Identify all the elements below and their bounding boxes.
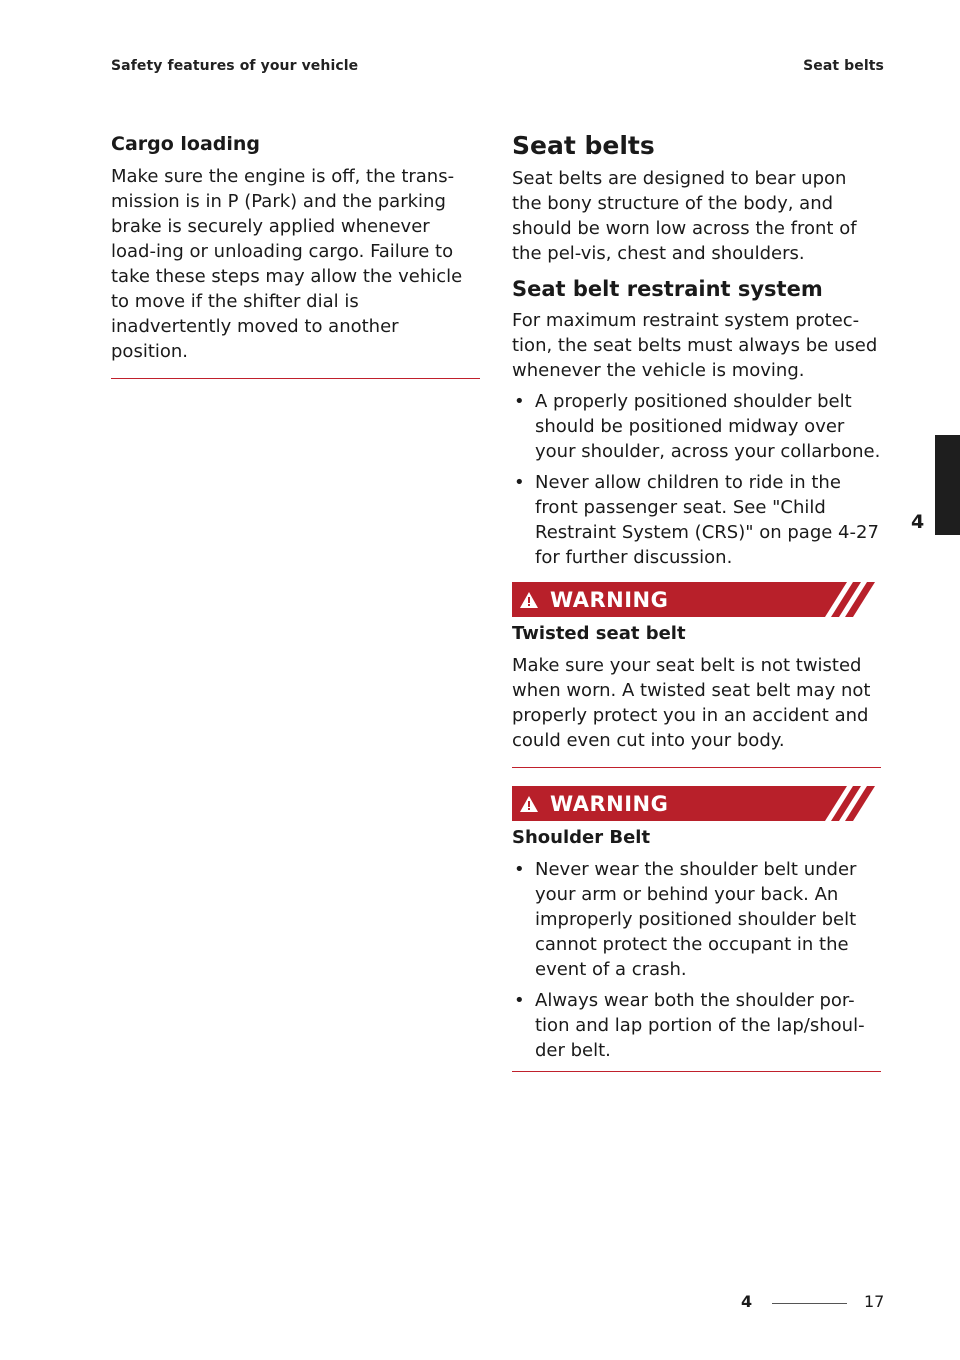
footer-chapter-number: 4	[741, 1292, 753, 1311]
warning-label: WARNING	[550, 588, 669, 612]
warning-banner: WARNING	[512, 582, 881, 617]
warning-banner: WARNING	[512, 786, 881, 821]
shoulder-belt-bullet-list: Never wear the shoulder belt under your …	[512, 857, 881, 1063]
warning-title: Twisted seat belt	[512, 623, 686, 644]
cargo-loading-paragraph: Make sure the engine is off, the trans-m…	[111, 166, 463, 362]
warning-stripes-icon	[823, 786, 881, 821]
section-divider	[512, 1071, 881, 1072]
section-divider	[111, 378, 480, 379]
warning-stripes-icon	[823, 582, 881, 617]
footer-divider	[772, 1303, 847, 1304]
list-item: Never wear the shoulder belt under your …	[512, 857, 881, 982]
section-divider	[512, 767, 881, 768]
right-column: Seat belts Seat belts are designed to be…	[512, 128, 881, 1072]
footer-page-number: 17	[864, 1292, 885, 1311]
running-header-section: Safety features of your vehicle	[111, 58, 359, 74]
seat-belts-title: Seat belts	[512, 131, 655, 160]
list-item: Always wear both the shoulder por-tion a…	[512, 988, 881, 1063]
running-header-topic: Seat belts	[803, 58, 884, 74]
warning-label: WARNING	[550, 792, 669, 816]
warning-triangle-icon	[519, 795, 539, 817]
warning-triangle-icon	[519, 591, 539, 613]
list-item: Never allow children to ride in the fron…	[512, 470, 881, 570]
warning-text: Make sure your seat belt is not twisted …	[512, 655, 871, 751]
list-item: A properly positioned shoulder belt shou…	[512, 389, 881, 464]
cargo-loading-heading: Cargo loading	[111, 133, 261, 155]
restraint-bullet-list: A properly positioned shoulder belt shou…	[512, 389, 881, 570]
left-column: Cargo loading Make sure the engine is of…	[111, 128, 480, 379]
seat-belts-intro: Seat belts are designed to bear upon the…	[512, 168, 857, 264]
warning-title: Shoulder Belt	[512, 827, 651, 848]
chapter-tab-number: 4	[911, 511, 925, 533]
chapter-side-tab	[935, 435, 960, 535]
restraint-system-heading: Seat belt restraint system	[512, 277, 823, 301]
restraint-system-text: For maximum restraint system protec-tion…	[512, 310, 878, 381]
